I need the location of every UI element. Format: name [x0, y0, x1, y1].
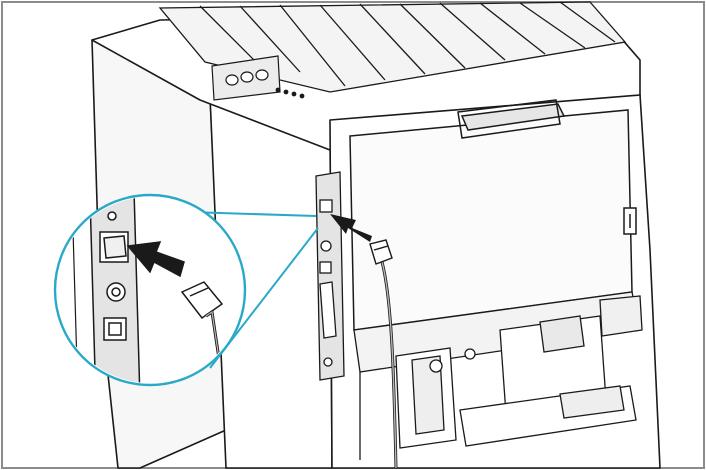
- network-plug-icon: [180, 281, 224, 320]
- bottom-mechanism: [353, 291, 643, 460]
- network-cable: [369, 239, 398, 469]
- rear-door-handle: [460, 103, 566, 131]
- panel-led: [299, 93, 305, 99]
- arrow-icon: [126, 241, 185, 278]
- panel-led: [283, 89, 289, 95]
- panel-button: [255, 69, 269, 81]
- panel-button: [225, 74, 239, 86]
- connector-panel: [315, 171, 345, 381]
- network-port-icon: [319, 199, 333, 213]
- screw: [323, 357, 333, 367]
- control-panel: [211, 55, 305, 101]
- parallel-port-icon: [319, 281, 337, 339]
- rear-door: [349, 99, 637, 331]
- arrow-icon: [330, 214, 372, 242]
- magnified-callout: [53, 193, 247, 387]
- panel-button: [240, 71, 254, 83]
- usb-port-icon: [319, 261, 332, 274]
- panel-led: [275, 87, 281, 93]
- zoomed-status-indicator: [107, 211, 117, 221]
- panel-led: [291, 91, 297, 97]
- status-indicator: [320, 240, 332, 252]
